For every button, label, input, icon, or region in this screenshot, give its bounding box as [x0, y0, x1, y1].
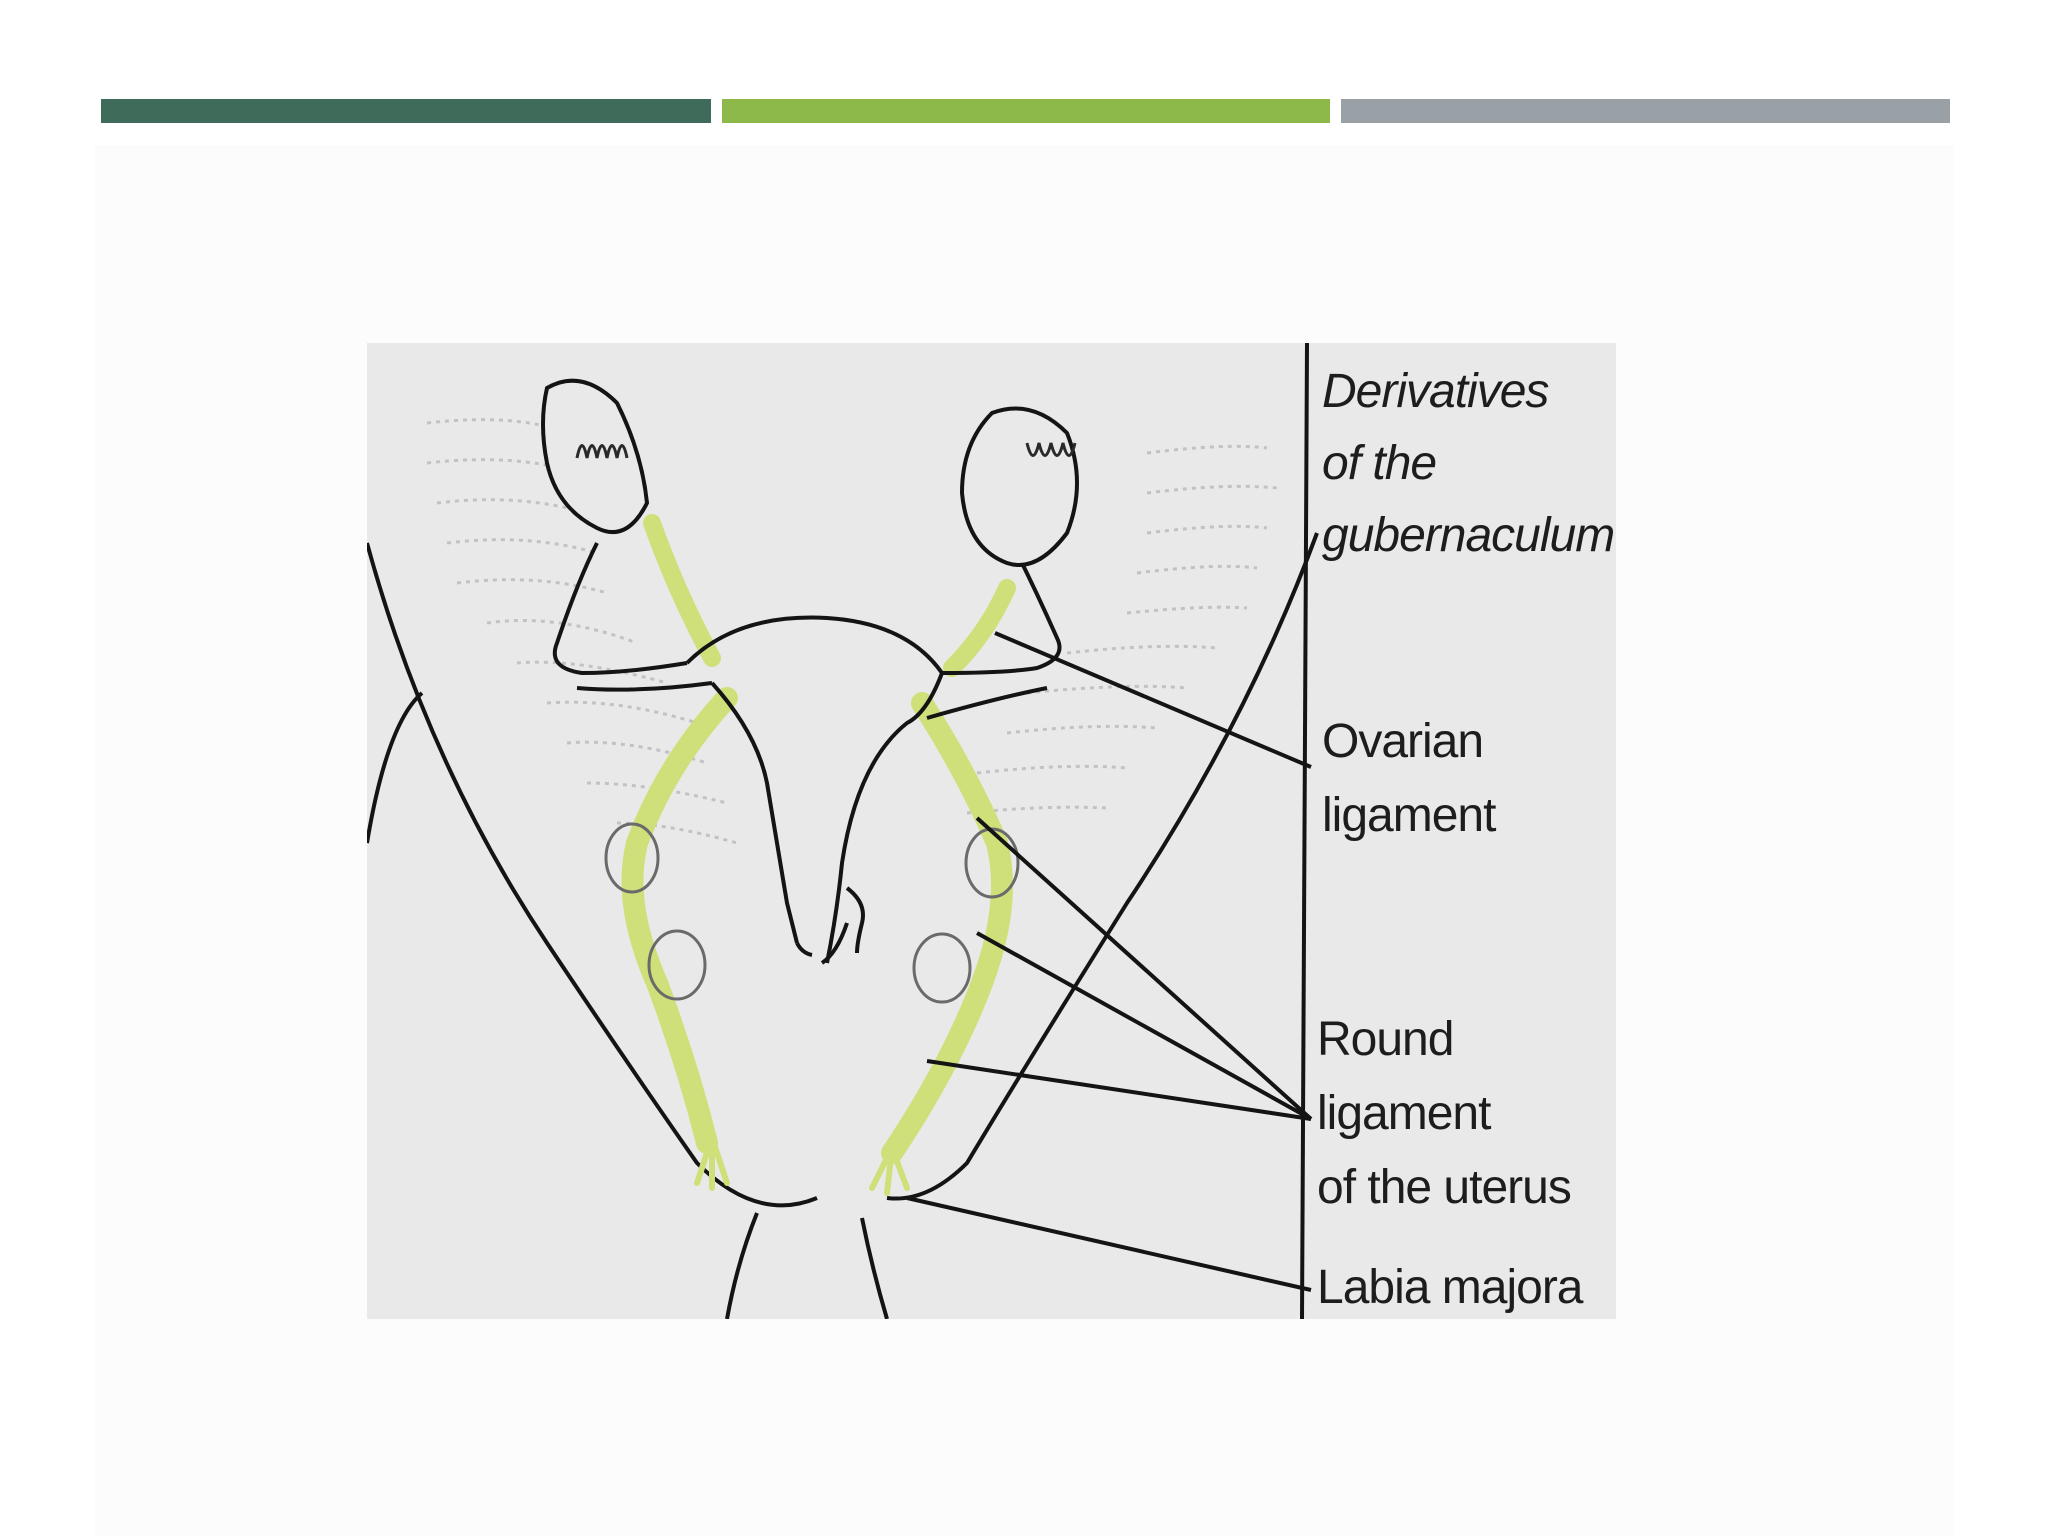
gubernaculum-diagram: Derivatives of the gubernaculum Ovarian … [367, 343, 1616, 1319]
header-bar-light-green [722, 99, 1330, 123]
broad-ligament-shading [426, 418, 1278, 845]
ovarian-ligament-label-line1: Ovarian [1322, 715, 1484, 768]
derivatives-label-line3: gubernaculum [1322, 509, 1615, 562]
body-outline [367, 532, 1319, 1319]
anatomy-drawing [367, 343, 1319, 1319]
leader-lines [906, 631, 1313, 1292]
ovarian-ligament-label-line2: ligament [1322, 789, 1496, 842]
derivatives-label-line2: of the [1322, 437, 1437, 490]
round-ligament-label-line2: ligament [1317, 1087, 1491, 1140]
label-separator-line [1300, 343, 1309, 1319]
ovaries [541, 378, 1079, 567]
labia-majora-label: Labia majora [1317, 1261, 1583, 1314]
round-ligament-bands [621, 514, 1016, 1196]
ovary-fimbriae [575, 442, 1077, 459]
round-ligament-label-line3: of the uterus [1317, 1161, 1572, 1214]
header-bar-gray [1341, 99, 1950, 123]
header-bar-dark-green [101, 99, 711, 123]
inguinal-rings [604, 822, 1020, 1004]
uterus-outline [552, 542, 1062, 965]
derivatives-label-line1: Derivatives [1322, 365, 1549, 418]
round-ligament-label-line1: Round [1317, 1013, 1454, 1066]
